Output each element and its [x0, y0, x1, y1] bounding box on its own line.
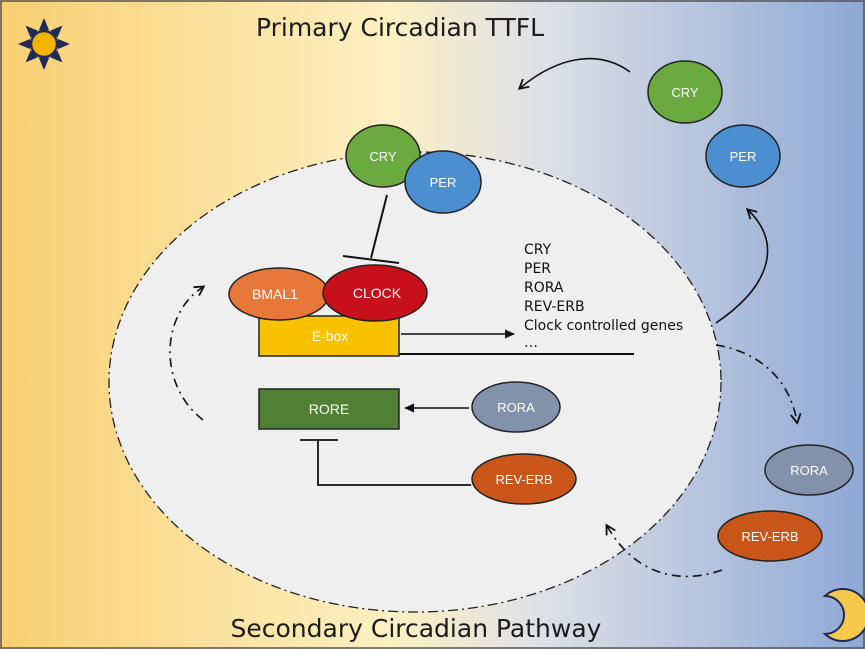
- ebox-label: E-box: [312, 328, 349, 344]
- gene-item: PER: [524, 261, 551, 277]
- nucleus-boundary: [108, 151, 722, 613]
- ebox-box: E-box: [258, 315, 400, 357]
- bmal1-node: BMAL1: [228, 267, 330, 321]
- nucleus-reverb-node: REV-ERB: [471, 453, 577, 505]
- outside-per-node: PER: [705, 124, 781, 188]
- gene-item: Clock controlled genes: [524, 318, 683, 334]
- outside-reverb-label: REV-ERB: [741, 529, 798, 544]
- nucleus-per-node: PER: [404, 150, 482, 214]
- gene-item: RORA: [524, 280, 564, 296]
- outside-rora-node: RORA: [764, 444, 854, 496]
- cryper-inhibition: [342, 194, 400, 264]
- outside-cry-label: CRY: [671, 85, 699, 100]
- clock-node: CLOCK: [322, 264, 428, 322]
- bmal1-label: BMAL1: [252, 286, 298, 302]
- clock-label: CLOCK: [353, 285, 402, 301]
- outside-reverb-node: REV-ERB: [717, 510, 823, 562]
- import-reverb-arrow: [605, 523, 723, 578]
- gene-item: …: [524, 335, 538, 351]
- sun-icon: [18, 18, 70, 70]
- gene-list: CRY PER RORA REV-ERB Clock controlled ge…: [524, 242, 683, 351]
- rore-box: RORE: [258, 388, 400, 430]
- nucleus-reverb-label: REV-ERB: [495, 472, 552, 487]
- export-rora-arrow: [715, 344, 802, 425]
- bottom-title: Secondary Circadian Pathway: [231, 614, 602, 643]
- import-cry-arrow: [517, 57, 631, 90]
- export-per-arrow: [715, 208, 769, 324]
- rore-label: RORE: [309, 401, 349, 417]
- nucleus-cry-label: CRY: [369, 149, 397, 164]
- outside-per-label: PER: [730, 149, 757, 164]
- nucleus-per-label: PER: [430, 175, 457, 190]
- nucleus-rora-label: RORA: [497, 400, 535, 415]
- moon-icon: [822, 588, 865, 642]
- reverb-inhibition: [300, 439, 471, 486]
- nucleus-cry-node: CRY: [345, 124, 421, 188]
- nucleus-rora-node: RORA: [471, 381, 561, 433]
- gene-item: REV-ERB: [524, 299, 585, 315]
- outside-cry-node: CRY: [647, 60, 723, 124]
- gene-item: CRY: [524, 242, 552, 258]
- outside-rora-label: RORA: [790, 463, 828, 478]
- top-title: Primary Circadian TTFL: [256, 13, 544, 42]
